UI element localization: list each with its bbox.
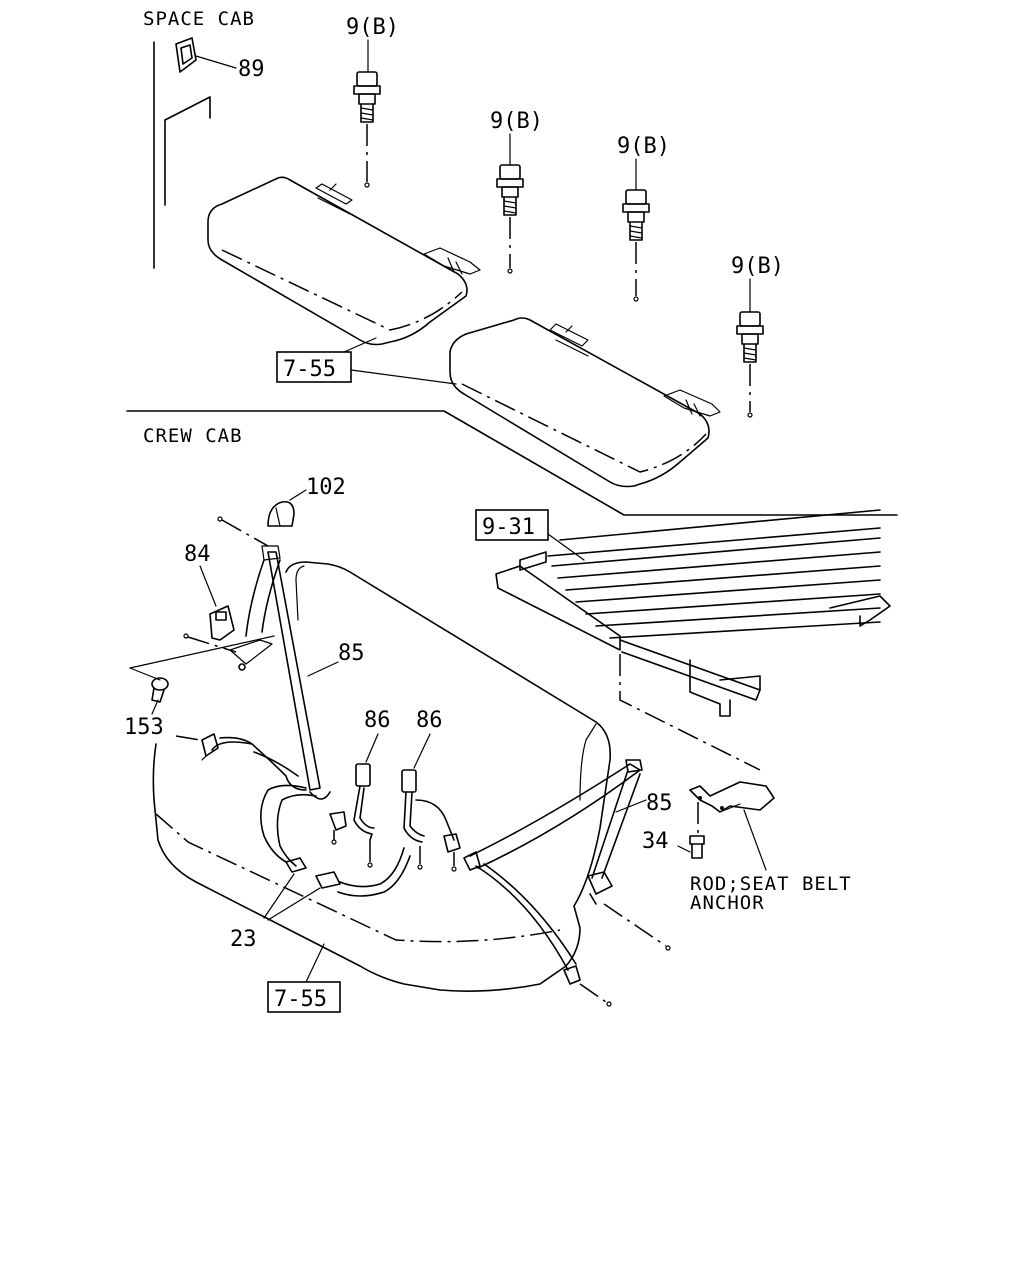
- frame-bracket: [164, 96, 211, 206]
- callout-85-left: 85: [338, 641, 365, 666]
- bolt-icon: [496, 164, 524, 216]
- buckle-86-right-icon: [401, 769, 461, 872]
- ref-box-7-55-bottom: [267, 981, 341, 1013]
- section-divider: [126, 410, 898, 516]
- bolt-34-icon: [689, 835, 705, 859]
- callout-153: 153: [124, 715, 164, 740]
- callout-ref-9-31: 9-31: [482, 515, 535, 540]
- rear-seat-cushion: [152, 561, 612, 992]
- ref-box-7-55-top: [276, 351, 352, 383]
- retractor-84-icon: [209, 605, 235, 641]
- sun-visor-right: [449, 317, 721, 488]
- sun-visor-left: [207, 176, 481, 346]
- seat-belt-right: [463, 759, 643, 985]
- section-label-space-cab: SPACE CAB: [143, 8, 255, 30]
- floor-panel: [495, 509, 891, 717]
- seat-belt-left: [211, 545, 331, 867]
- callout-rod-line1: ROD;SEAT BELT: [690, 873, 852, 895]
- screw-153-icon: [151, 677, 169, 703]
- bolt-icon: [622, 189, 650, 241]
- buckle-left: [175, 733, 219, 761]
- callout-23: 23: [230, 927, 257, 952]
- clip-89-icon: [175, 37, 197, 73]
- callout-9b-1: 9(B): [346, 15, 399, 40]
- callout-rod-line2: ANCHOR: [690, 892, 765, 914]
- cap-102-icon: [267, 500, 295, 527]
- callout-86-right: 86: [416, 708, 443, 733]
- callout-34: 34: [642, 829, 669, 854]
- leader-89: [195, 55, 237, 69]
- rod-seat-belt-anchor: [689, 781, 775, 813]
- callout-89: 89: [238, 57, 265, 82]
- ref-box-9-31: [475, 509, 549, 541]
- callout-9b-3: 9(B): [617, 134, 670, 159]
- center-belt-strap: [285, 847, 411, 897]
- section-label-crew-cab: CREW CAB: [143, 425, 243, 447]
- bolt-icon: [353, 71, 381, 123]
- callout-84: 84: [184, 542, 211, 567]
- callout-9b-2: 9(B): [490, 109, 543, 134]
- callout-86-left: 86: [364, 708, 391, 733]
- callout-9b-4: 9(B): [731, 254, 784, 279]
- callout-85-right: 85: [646, 791, 673, 816]
- buckle-86-left-icon: [329, 763, 375, 868]
- callout-102: 102: [306, 475, 346, 500]
- anchor-plate: [183, 633, 273, 671]
- callout-ref-7-55-top: 7-55: [283, 357, 336, 382]
- bolt-icon: [736, 311, 764, 363]
- callout-ref-7-55-bottom: 7-55: [274, 987, 327, 1012]
